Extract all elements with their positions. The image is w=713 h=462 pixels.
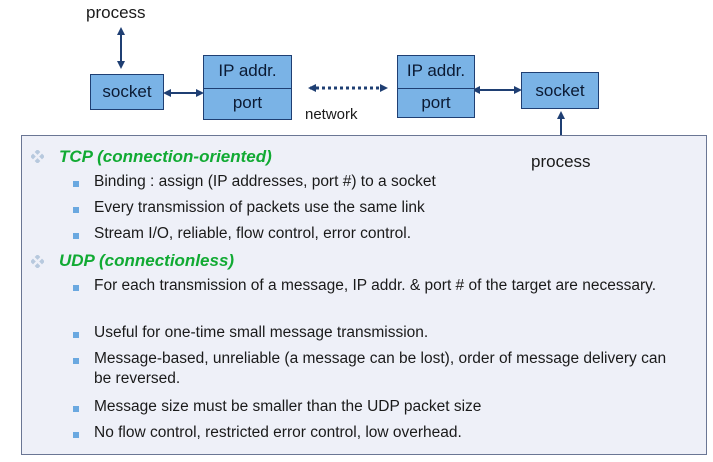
socket-box-left: socket	[90, 74, 164, 110]
udp-item-2: Useful for one-time small message transm…	[94, 324, 429, 341]
udp-item-4: Message size must be smaller than the UD…	[94, 398, 482, 415]
tcp-heading: TCP (connection-oriented)	[59, 147, 272, 166]
udp-item-1: For each transmission of a message, IP a…	[94, 277, 657, 294]
tcp-item-3: Stream I/O, reliable, flow control, erro…	[94, 225, 412, 242]
square-bullet-icon	[73, 181, 79, 187]
ip-port-box-left: IP addr. port	[203, 55, 292, 120]
port-cell-right: port	[421, 93, 451, 112]
udp-item-3: Message-based, unreliable (a message can…	[94, 350, 667, 387]
square-bullet-icon	[73, 285, 79, 291]
diamond-bullet-icon	[31, 150, 44, 163]
ip-addr-cell-left: IP addr.	[204, 56, 291, 89]
tcp-item-2: Every transmission of packets use the sa…	[94, 199, 425, 216]
socket-box-right: socket	[521, 72, 599, 109]
square-bullet-icon	[73, 233, 79, 239]
port-cell-left: port	[232, 93, 263, 112]
tcp-item-1: Binding : assign (IP addresses, port #) …	[94, 173, 436, 190]
square-bullet-icon	[73, 332, 79, 338]
udp-item-5: No flow control, restricted error contro…	[94, 424, 462, 441]
square-bullet-icon	[73, 358, 79, 364]
square-bullet-icon	[73, 432, 79, 438]
process-label-right: process	[531, 152, 591, 171]
square-bullet-icon	[73, 406, 79, 412]
ip-addr-cell-right: IP addr.	[398, 56, 474, 89]
network-label: network	[305, 106, 358, 123]
udp-heading: UDP (connectionless)	[59, 251, 235, 270]
protocol-panel: TCP (connection-oriented) Binding : assi…	[21, 135, 707, 455]
ip-port-box-right: IP addr. port	[397, 55, 475, 118]
diamond-bullet-icon	[31, 255, 44, 268]
square-bullet-icon	[73, 207, 79, 213]
process-label-left: process	[86, 3, 146, 22]
